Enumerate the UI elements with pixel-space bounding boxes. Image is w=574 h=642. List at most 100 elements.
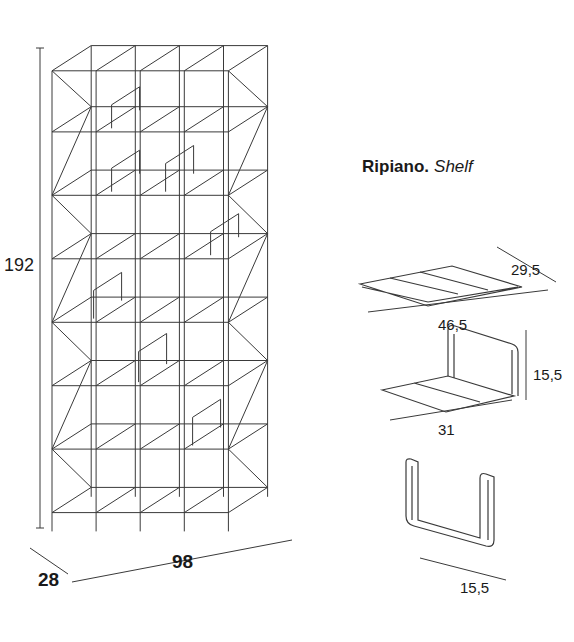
bookend-panel <box>112 150 140 168</box>
vertical-rod <box>184 71 185 522</box>
bookend-panel <box>211 214 239 232</box>
height-dimension: 192 <box>4 256 34 274</box>
vertical-rod <box>267 46 268 497</box>
vertical-rod <box>52 71 53 522</box>
shelf-rod <box>184 107 223 132</box>
bookend-panel <box>111 168 112 192</box>
side-brace <box>228 71 267 107</box>
section-title: Ripiano. <box>362 158 429 175</box>
bookend-panel <box>112 87 140 105</box>
shelf-rod <box>228 487 267 512</box>
bookend-panel <box>111 105 112 129</box>
bookend-panel <box>220 399 221 427</box>
shelf-width-dimension-line <box>390 400 512 420</box>
shelf-rod <box>96 170 135 195</box>
shelf-rod <box>52 46 91 71</box>
side-brace <box>52 361 91 450</box>
shelf-rod <box>184 361 223 386</box>
shelf-rod <box>52 487 91 512</box>
bookend-panel <box>139 150 140 174</box>
shelf-rod <box>140 234 179 259</box>
bookend-panel <box>165 164 166 192</box>
foot <box>52 522 53 531</box>
small-shelf-width: 15,5 <box>460 580 489 595</box>
shelf-width-dimension-line <box>368 290 548 312</box>
l-shelf-back <box>448 326 518 397</box>
bookend-panel <box>210 232 211 256</box>
vertical-rod <box>140 71 141 522</box>
bookend-panel <box>193 399 221 417</box>
side-brace <box>52 449 91 487</box>
shelf-rod <box>184 487 223 512</box>
shelf-depth-dimension-line <box>497 247 556 282</box>
bookend-panel <box>93 290 94 318</box>
side-brace <box>228 322 267 360</box>
bookend-panel <box>139 87 140 111</box>
side-brace <box>52 234 91 323</box>
vertical-rod <box>91 46 92 497</box>
vertical-rod <box>179 46 180 497</box>
shelf-rod <box>96 234 135 259</box>
foot <box>228 522 229 531</box>
vertical-rod <box>223 46 224 497</box>
shelf-rod <box>140 487 179 512</box>
shelf-rod <box>96 487 135 512</box>
shelf-rod <box>140 361 179 386</box>
width-dimension: 98 <box>172 552 193 571</box>
shelf-width: 31 <box>438 422 455 437</box>
shelf-rod <box>96 46 135 71</box>
vertical-rod <box>228 71 229 522</box>
u-shelf <box>406 459 494 547</box>
bookend-panel <box>192 417 193 445</box>
shelf-rod <box>96 424 135 449</box>
side-brace <box>228 449 267 487</box>
bookend-panel <box>193 146 194 174</box>
shelf-rod <box>140 297 179 322</box>
shelf-height-dimension-line <box>526 330 527 400</box>
shelf-rod <box>140 107 179 132</box>
side-brace <box>52 322 91 360</box>
vertical-rod <box>96 71 97 522</box>
l-shelf-base <box>382 376 514 412</box>
shelf-rod <box>96 297 135 322</box>
shelf-rod <box>96 361 135 386</box>
small-shelf-width-dimension-line <box>420 558 506 580</box>
shelf-rod <box>184 170 223 195</box>
shelf-rod <box>140 424 179 449</box>
shelf-rod <box>228 46 267 71</box>
flat-shelf <box>360 266 522 306</box>
dimension-tick <box>36 528 44 529</box>
shelf-pieces <box>360 266 522 546</box>
shelf-rod <box>140 170 179 195</box>
bookend-panel <box>139 334 167 352</box>
width-dimension-line <box>72 540 292 582</box>
side-brace <box>52 195 91 233</box>
shelf-depth: 29,5 <box>511 262 540 277</box>
bookend-panel <box>94 272 122 290</box>
height-dimension-line <box>40 48 41 528</box>
dimension-lines <box>30 48 556 582</box>
dimension-tick <box>36 48 44 49</box>
bookshelf-wireframe <box>52 46 268 532</box>
shelf-rod <box>96 107 135 132</box>
bookend-panel <box>166 334 167 365</box>
foot <box>96 522 97 531</box>
foot <box>184 522 185 531</box>
depth-dimension: 28 <box>38 570 59 589</box>
bookend-panel <box>238 214 239 238</box>
shelf-rod <box>184 297 223 322</box>
shelf-rod <box>184 234 223 259</box>
side-brace <box>52 71 91 107</box>
side-brace <box>228 234 267 323</box>
section-subtitle: Shelf <box>434 158 473 175</box>
foot <box>140 522 141 531</box>
flat-shelf-seam <box>390 272 488 294</box>
shelf-rod <box>184 46 223 71</box>
side-brace <box>52 107 91 196</box>
side-brace <box>228 107 267 196</box>
shelf-height: 15,5 <box>533 367 562 382</box>
shelf-rod <box>140 46 179 71</box>
bookend-panel <box>121 272 122 300</box>
